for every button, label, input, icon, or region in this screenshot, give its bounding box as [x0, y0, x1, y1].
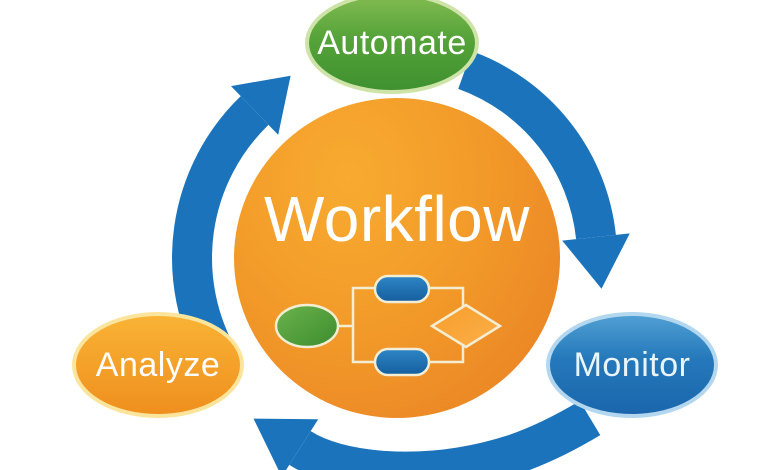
workflow-title: Workflow: [264, 183, 530, 255]
arrow-monitor-to-analyze-head-icon: [253, 418, 319, 470]
node-automate: Automate: [305, 0, 479, 94]
workflow-circle: [234, 98, 560, 418]
node-analyze: Analyze: [72, 312, 244, 418]
node-monitor-label: Monitor: [573, 345, 691, 384]
node-monitor: Monitor: [546, 312, 718, 418]
arrow-automate-to-monitor-head-icon: [562, 233, 630, 289]
arrow-analyze-to-automate-head-icon: [231, 75, 291, 135]
node-automate-label: Automate: [317, 23, 467, 62]
arrow-monitor-to-analyze-shaft: [289, 400, 601, 470]
node-analyze-label: Analyze: [95, 345, 221, 384]
arrow-monitor-to-analyze: [253, 400, 601, 470]
